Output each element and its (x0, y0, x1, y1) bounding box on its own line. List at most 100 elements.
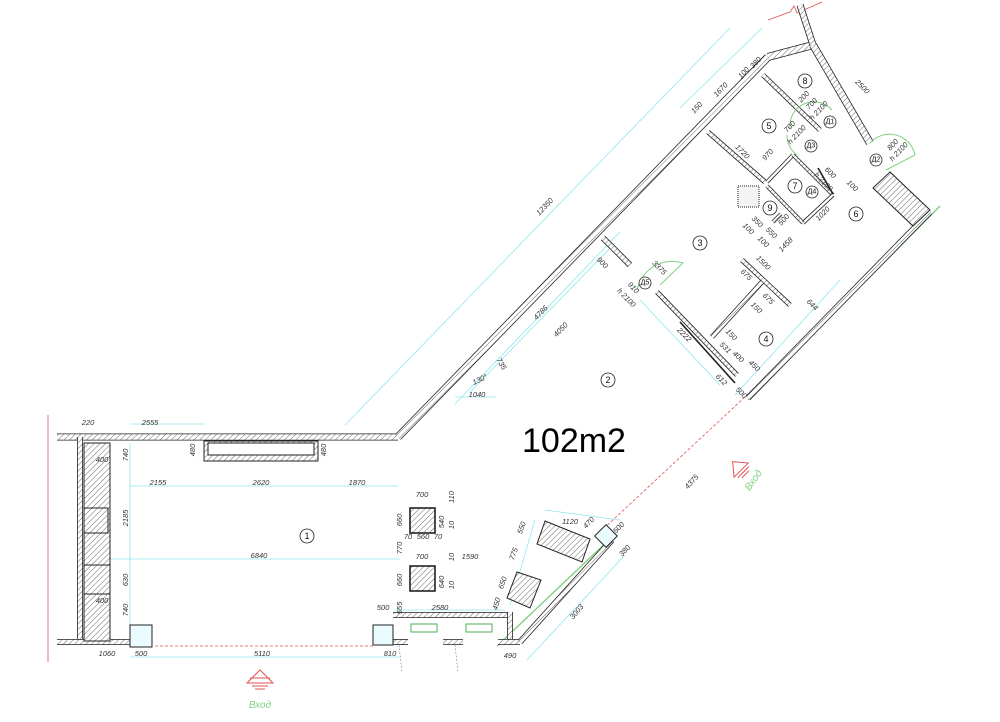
pillar (129, 624, 153, 648)
dimension-label: 1120 (562, 517, 579, 526)
dimension-label: 150 (689, 99, 705, 115)
dimension-label: 4375 (683, 472, 701, 491)
wall (655, 290, 739, 377)
dimension-label: 555 (395, 601, 404, 614)
room-2-label: 2 (605, 375, 610, 385)
dimension-label: 10 (447, 520, 456, 529)
room-9-label: 9 (767, 203, 772, 213)
dimension-label: 540 (437, 515, 446, 528)
dimension-label: 660 (395, 513, 404, 526)
dimension-label: 70 (434, 532, 443, 541)
dimension-label: 4050 (552, 320, 571, 339)
windows (410, 623, 493, 633)
dimension-label: 450 (747, 358, 763, 374)
column (409, 507, 436, 534)
dimension-label: 70 (404, 532, 413, 541)
wall (395, 54, 771, 440)
door-d1-label: Д1 (826, 119, 835, 126)
wall (766, 185, 804, 224)
dimension-label: 480 (188, 443, 197, 456)
wall (518, 538, 614, 644)
dimension-label: 640 (437, 575, 446, 588)
door-d4-label: Д4 (808, 189, 817, 196)
dimension-label: 380 (617, 542, 633, 558)
wall (802, 194, 834, 224)
dimension-label: 1040 (469, 390, 487, 399)
structural-elements (83, 171, 931, 648)
door-d3-label: Д3 (807, 143, 816, 150)
room-1-label: 1 (304, 531, 309, 541)
walls (57, 3, 933, 645)
wall (792, 154, 834, 196)
dimension-label: 1060 (99, 649, 117, 658)
room-6-label: 6 (853, 209, 858, 219)
block (536, 520, 591, 563)
dimension-label: 560 (417, 532, 430, 541)
dimension-label: 775 (507, 546, 520, 562)
dimension-label: 3003 (568, 602, 586, 621)
pillar (372, 624, 394, 646)
dimension-label: 531 (718, 340, 733, 355)
wall (772, 213, 782, 223)
entrance-label-right: Вход (743, 468, 765, 493)
dimension-label: 644 (805, 297, 820, 312)
dimension-lines (110, 27, 841, 661)
dimension-label: 660 (395, 573, 404, 586)
dimension-label: 400 (96, 596, 109, 605)
dimension-label: 130° (471, 372, 489, 387)
room-5-label: 5 (766, 121, 771, 131)
dimension-label: 630 (121, 573, 130, 586)
dimension-label: 1590 (462, 552, 480, 561)
dimension-label: 6840 (251, 551, 269, 560)
dimension-label: 220 (81, 418, 95, 427)
dimension-label: 810 (384, 649, 397, 658)
total-area-label: 102m2 (522, 422, 626, 460)
dimension-label: 490 (504, 651, 517, 660)
wall (797, 4, 816, 46)
left-block-segment (83, 564, 111, 595)
dimension-label: 770 (395, 541, 404, 554)
dimension-label: 1020 (814, 204, 833, 223)
shaft (737, 185, 760, 208)
wall (740, 258, 792, 307)
door-d5-label: Д5 (641, 280, 650, 287)
wall (710, 280, 764, 339)
dimension-label: 740 (121, 603, 130, 616)
dimension-label: 12350 (534, 195, 556, 217)
column (409, 565, 436, 592)
dimension-label: 500 (135, 649, 148, 658)
block (506, 571, 542, 609)
dimension-label: 500 (734, 385, 750, 401)
dimension-label: 700 (416, 552, 429, 561)
dimension-label: 735 (494, 356, 508, 372)
dimension-label: 970 (760, 146, 776, 162)
dimension-label: 1500 (754, 254, 773, 273)
left-block (83, 442, 111, 642)
wall (706, 130, 767, 184)
dimension-label: 550 (515, 520, 528, 536)
dimension-label: 150 (724, 327, 740, 343)
dimension-label: 650 (496, 575, 509, 591)
door-d2-label: Д2 (872, 157, 881, 164)
dimension-label: 2580 (431, 603, 450, 612)
door-swings (398, 101, 916, 673)
dimension-label: 900 (595, 255, 611, 271)
entrance-arrow-icon (732, 461, 750, 479)
wall (746, 210, 932, 400)
dimension-label: 400 (96, 455, 109, 464)
entrance-arrow-icon (245, 669, 275, 690)
dimension-label: 500 (377, 603, 390, 612)
room-8-label: 8 (802, 76, 807, 86)
dimension-label: 5110 (254, 649, 271, 658)
dimension-label: 2500 (853, 77, 872, 96)
dimension-label: 480 (319, 443, 328, 456)
dimension-label: 10 (447, 580, 456, 589)
dimension-label: 2155 (149, 478, 168, 487)
dimension-label: 400 (731, 349, 747, 365)
wall (767, 41, 814, 61)
wall (766, 154, 794, 183)
dimension-label: 2185 (121, 509, 130, 528)
dimension-label: 740 (121, 448, 130, 461)
left-block-segment (83, 507, 109, 534)
